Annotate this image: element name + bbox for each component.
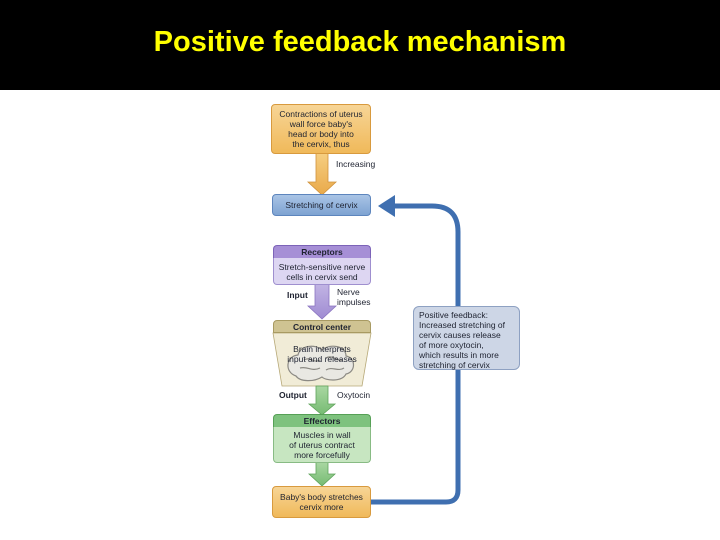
output-label: Output xyxy=(279,390,307,400)
oxytocin-label: Oxytocin xyxy=(337,390,371,400)
end-box: Baby's body stretches cervix more xyxy=(272,486,371,518)
slide-title: Positive feedback mechanism xyxy=(153,26,567,58)
arrow-input xyxy=(306,283,338,320)
effectors-heading: Effectors xyxy=(273,414,371,427)
receptors-body: Stretch-sensitive nerve cells in cervix … xyxy=(273,258,371,285)
effectors-body: Muscles in wall of uterus contract more … xyxy=(273,427,371,463)
control-center-body: Brain interprets input and releases xyxy=(287,344,357,364)
arrow-increasing xyxy=(306,152,338,196)
arrow-to-end xyxy=(307,461,337,487)
nerve-impulses-label: Nerve impulses xyxy=(337,287,371,307)
stimulus-box: Stretching of cervix xyxy=(272,194,371,216)
increasing-label: Increasing xyxy=(336,159,376,169)
feedback-arrowhead xyxy=(378,195,395,217)
title-bar: Positive feedback mechanism xyxy=(0,0,720,90)
brain-icon xyxy=(287,345,355,382)
receptors-heading: Receptors xyxy=(273,245,371,258)
arrow-output xyxy=(307,385,337,416)
control-center-heading: Control center xyxy=(273,320,371,333)
input-label: Input xyxy=(287,290,308,300)
start-box: Contractions of uterus wall force baby's… xyxy=(271,104,371,154)
feedback-callout: Positive feedback: Increased stretching … xyxy=(413,306,520,370)
